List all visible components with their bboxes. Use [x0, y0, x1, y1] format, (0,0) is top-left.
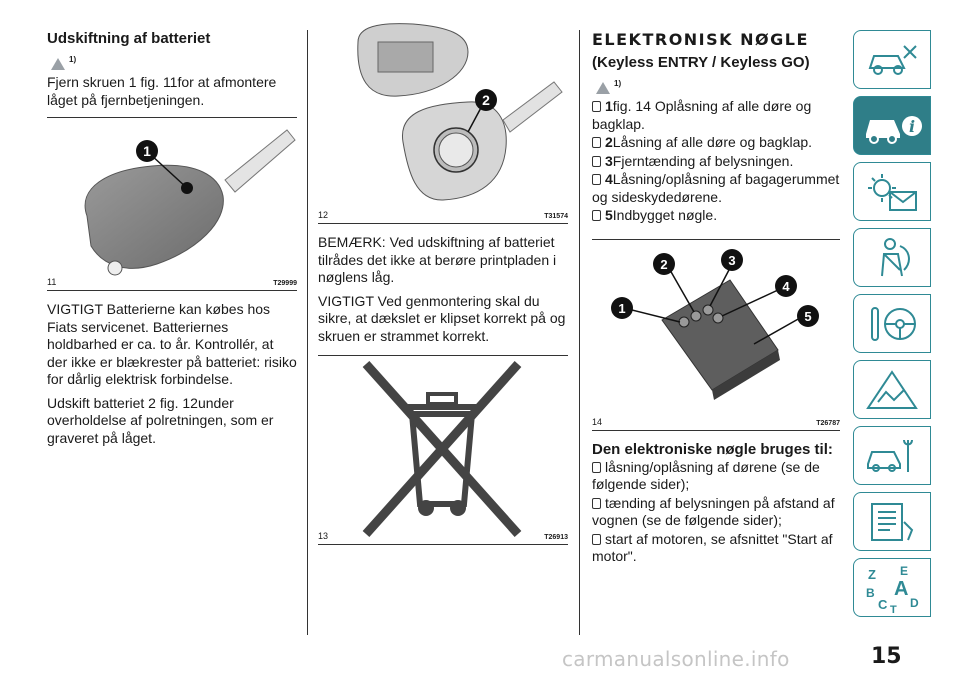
checkbox-bullet-icon	[592, 137, 601, 148]
column-3: ELEKTRONISK NØGLE (Keyless ENTRY / Keyle…	[592, 30, 840, 567]
list-item: 5Indbygget nøgle.	[592, 207, 840, 225]
callout-2: 2	[482, 92, 490, 108]
figure-code: T26913	[544, 534, 568, 541]
electronic-key-heading: ELEKTRONISK NØGLE	[592, 30, 809, 49]
list-item: 3Fjerntænding af belysningen.	[592, 153, 840, 171]
figure-code: T31574	[544, 213, 568, 220]
starting-tab[interactable]	[853, 294, 931, 353]
warning-light-icon	[868, 173, 917, 211]
figure-number: 12	[318, 210, 329, 220]
figure-11: 1 11 T29999	[47, 117, 297, 291]
column-divider	[579, 30, 580, 635]
warning-triangle-icon	[51, 58, 65, 70]
steering-wheel-icon	[871, 306, 916, 341]
spec-list-icon	[871, 502, 914, 541]
checkbox-bullet-icon	[592, 497, 601, 509]
para-remove-screw: Fjern skruen 1 fig. 11for at afmontere l…	[47, 74, 277, 108]
warning-note: 1)	[596, 74, 840, 94]
para-note-printboard: BEMÆRK: Ved udskiftning af batteriet til…	[318, 234, 557, 285]
maintenance-tab[interactable]	[853, 426, 931, 485]
vehicle-info-tab[interactable]: i	[853, 96, 931, 155]
weee-crossed-bin-icon	[362, 361, 522, 537]
svg-text:D: D	[910, 596, 919, 610]
column-2: 2 12 T31574 BEMÆRK: Ved udskiftning af b…	[318, 22, 568, 555]
car-dashboard-icon	[868, 44, 917, 75]
car-info-icon: i	[866, 115, 922, 144]
svg-text:B: B	[866, 586, 875, 600]
figure-number: 11	[47, 277, 57, 287]
list-item: låsning/oplåsning af dørene (se de følge…	[592, 458, 820, 492]
list-item: start af motoren, se afsnittet "Start af…	[592, 530, 833, 564]
svg-text:A: A	[894, 578, 908, 600]
alphabet-index-icon: Z E B A C D T	[866, 564, 919, 613]
warning-triangle-icon	[596, 82, 610, 94]
column-1: Udskiftning af batteriet 1) Fjern skruen…	[47, 30, 297, 453]
checkbox-bullet-icon	[592, 101, 601, 112]
technical-tab[interactable]	[853, 492, 931, 551]
warning-note: 1)	[51, 50, 297, 70]
callout-5: 5	[804, 309, 811, 324]
key-uses-heading: Den elektroniske nøgle bruges til:	[592, 440, 833, 458]
open-key-battery-illustration: 2	[357, 23, 563, 201]
callout-1: 1	[143, 143, 151, 159]
checkbox-bullet-icon	[592, 461, 601, 473]
svg-text:Z: Z	[868, 567, 876, 582]
seatbelt-icon	[881, 237, 910, 276]
checkbox-bullet-icon	[592, 155, 601, 167]
figure-13: 13 T26913	[318, 355, 568, 545]
car-service-icon	[867, 439, 913, 472]
column-divider	[307, 30, 308, 635]
callout-4: 4	[782, 279, 790, 294]
figure-number: 14	[592, 416, 603, 427]
callout-1: 1	[618, 301, 625, 316]
checkbox-bullet-icon	[592, 210, 601, 221]
figure-code: T29999	[273, 280, 297, 287]
callout-3: 3	[728, 253, 735, 268]
list-item: tænding af belysningen på afstand af vog…	[592, 494, 835, 528]
figure-12: 2 12 T31574	[318, 22, 568, 224]
list-item: 2Låsning af alle døre og bagklap.	[592, 134, 840, 152]
lights-tab[interactable]	[853, 162, 931, 221]
note-ref: 1)	[69, 55, 77, 64]
svg-text:E: E	[900, 564, 908, 578]
chapter-tabs: i Z E B A C	[853, 30, 931, 624]
figure-code: T26787	[816, 419, 840, 427]
emergency-tab[interactable]	[853, 360, 931, 419]
list-item: 4Låsning/oplåsning af bagagerummet og si…	[592, 171, 840, 205]
safety-tab[interactable]	[853, 228, 931, 287]
watermark: carmanualsonline.info	[562, 647, 790, 671]
svg-text:C: C	[878, 597, 888, 612]
svg-text:T: T	[890, 604, 897, 613]
figure-14: 1 2 3 4 5 14 T26787	[592, 238, 840, 431]
warning-triangle-icon	[866, 369, 918, 409]
para-replace-battery: Udskift batteriet 2 fig. 12under overhol…	[47, 394, 274, 446]
callout-2: 2	[660, 257, 667, 272]
note-ref: 1)	[614, 79, 622, 88]
key-fob-illustration: 1	[84, 129, 296, 276]
para-important-batteries: VIGTIGT Batterierne kan købes hos Fiats …	[47, 301, 297, 387]
checkbox-bullet-icon	[592, 174, 601, 185]
index-tab[interactable]: Z E B A C D T	[853, 558, 931, 617]
dashboard-tab[interactable]	[853, 30, 931, 89]
figure-number: 13	[318, 531, 329, 541]
page-number: 15	[871, 644, 902, 669]
checkbox-bullet-icon	[592, 533, 601, 545]
para-important-refit: VIGTIGT Ved genmontering skal du sikre, …	[318, 292, 566, 344]
keyless-subheading: (Keyless ENTRY / Keyless GO)	[592, 54, 810, 71]
smart-card-key-illustration: 1 2 3 4 5	[611, 248, 819, 400]
svg-text:i: i	[909, 117, 915, 136]
list-item: 1fig. 14 Oplåsning af alle døre og bagkl…	[592, 98, 812, 132]
battery-replacement-heading: Udskiftning af batteriet	[47, 30, 211, 47]
